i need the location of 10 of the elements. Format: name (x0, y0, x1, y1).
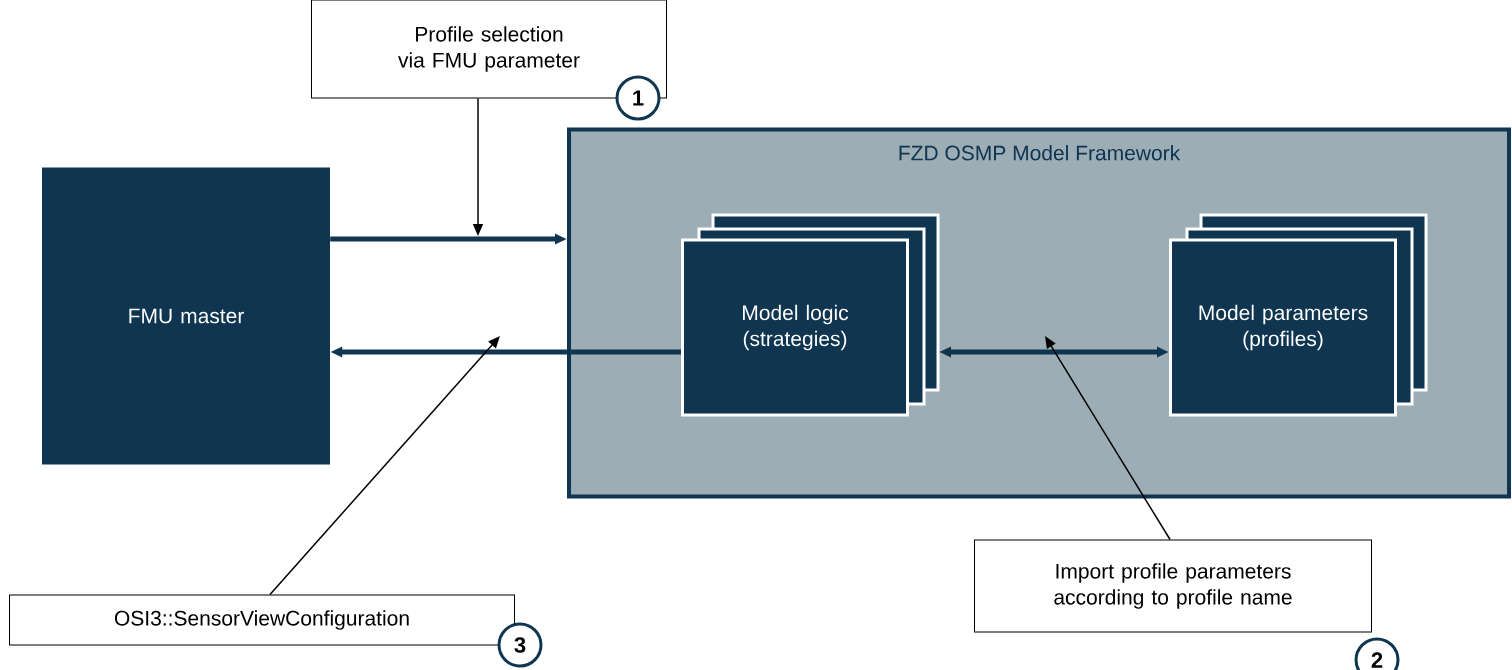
callout-number: 2 (1354, 637, 1400, 670)
leader-line (269, 336, 500, 596)
leader-line (1045, 336, 1171, 541)
note-box: Import profile parameters according to profile name (974, 539, 1372, 633)
note-box: OSI3::SensorViewConfiguration (9, 594, 515, 646)
master-box: FMU master (42, 167, 330, 465)
callout-number: 3 (497, 622, 543, 668)
callout-number: 1 (615, 75, 661, 121)
card-stack: Model parameters (profiles) (1169, 213, 1428, 417)
card-stack: Model logic (strategies) (681, 213, 940, 417)
